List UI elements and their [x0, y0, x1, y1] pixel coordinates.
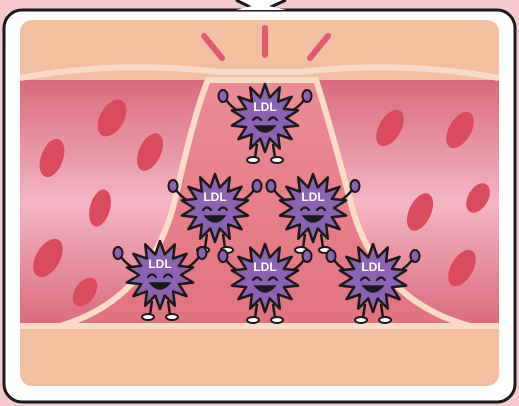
ldl-label: LDL: [301, 190, 324, 204]
ldl-label: LDL: [253, 260, 276, 274]
ldl-label: LDL: [203, 190, 226, 204]
ldl-label: LDL: [148, 257, 171, 271]
ldl-label: LDL: [253, 100, 276, 114]
ldl-label: LDL: [361, 260, 384, 274]
